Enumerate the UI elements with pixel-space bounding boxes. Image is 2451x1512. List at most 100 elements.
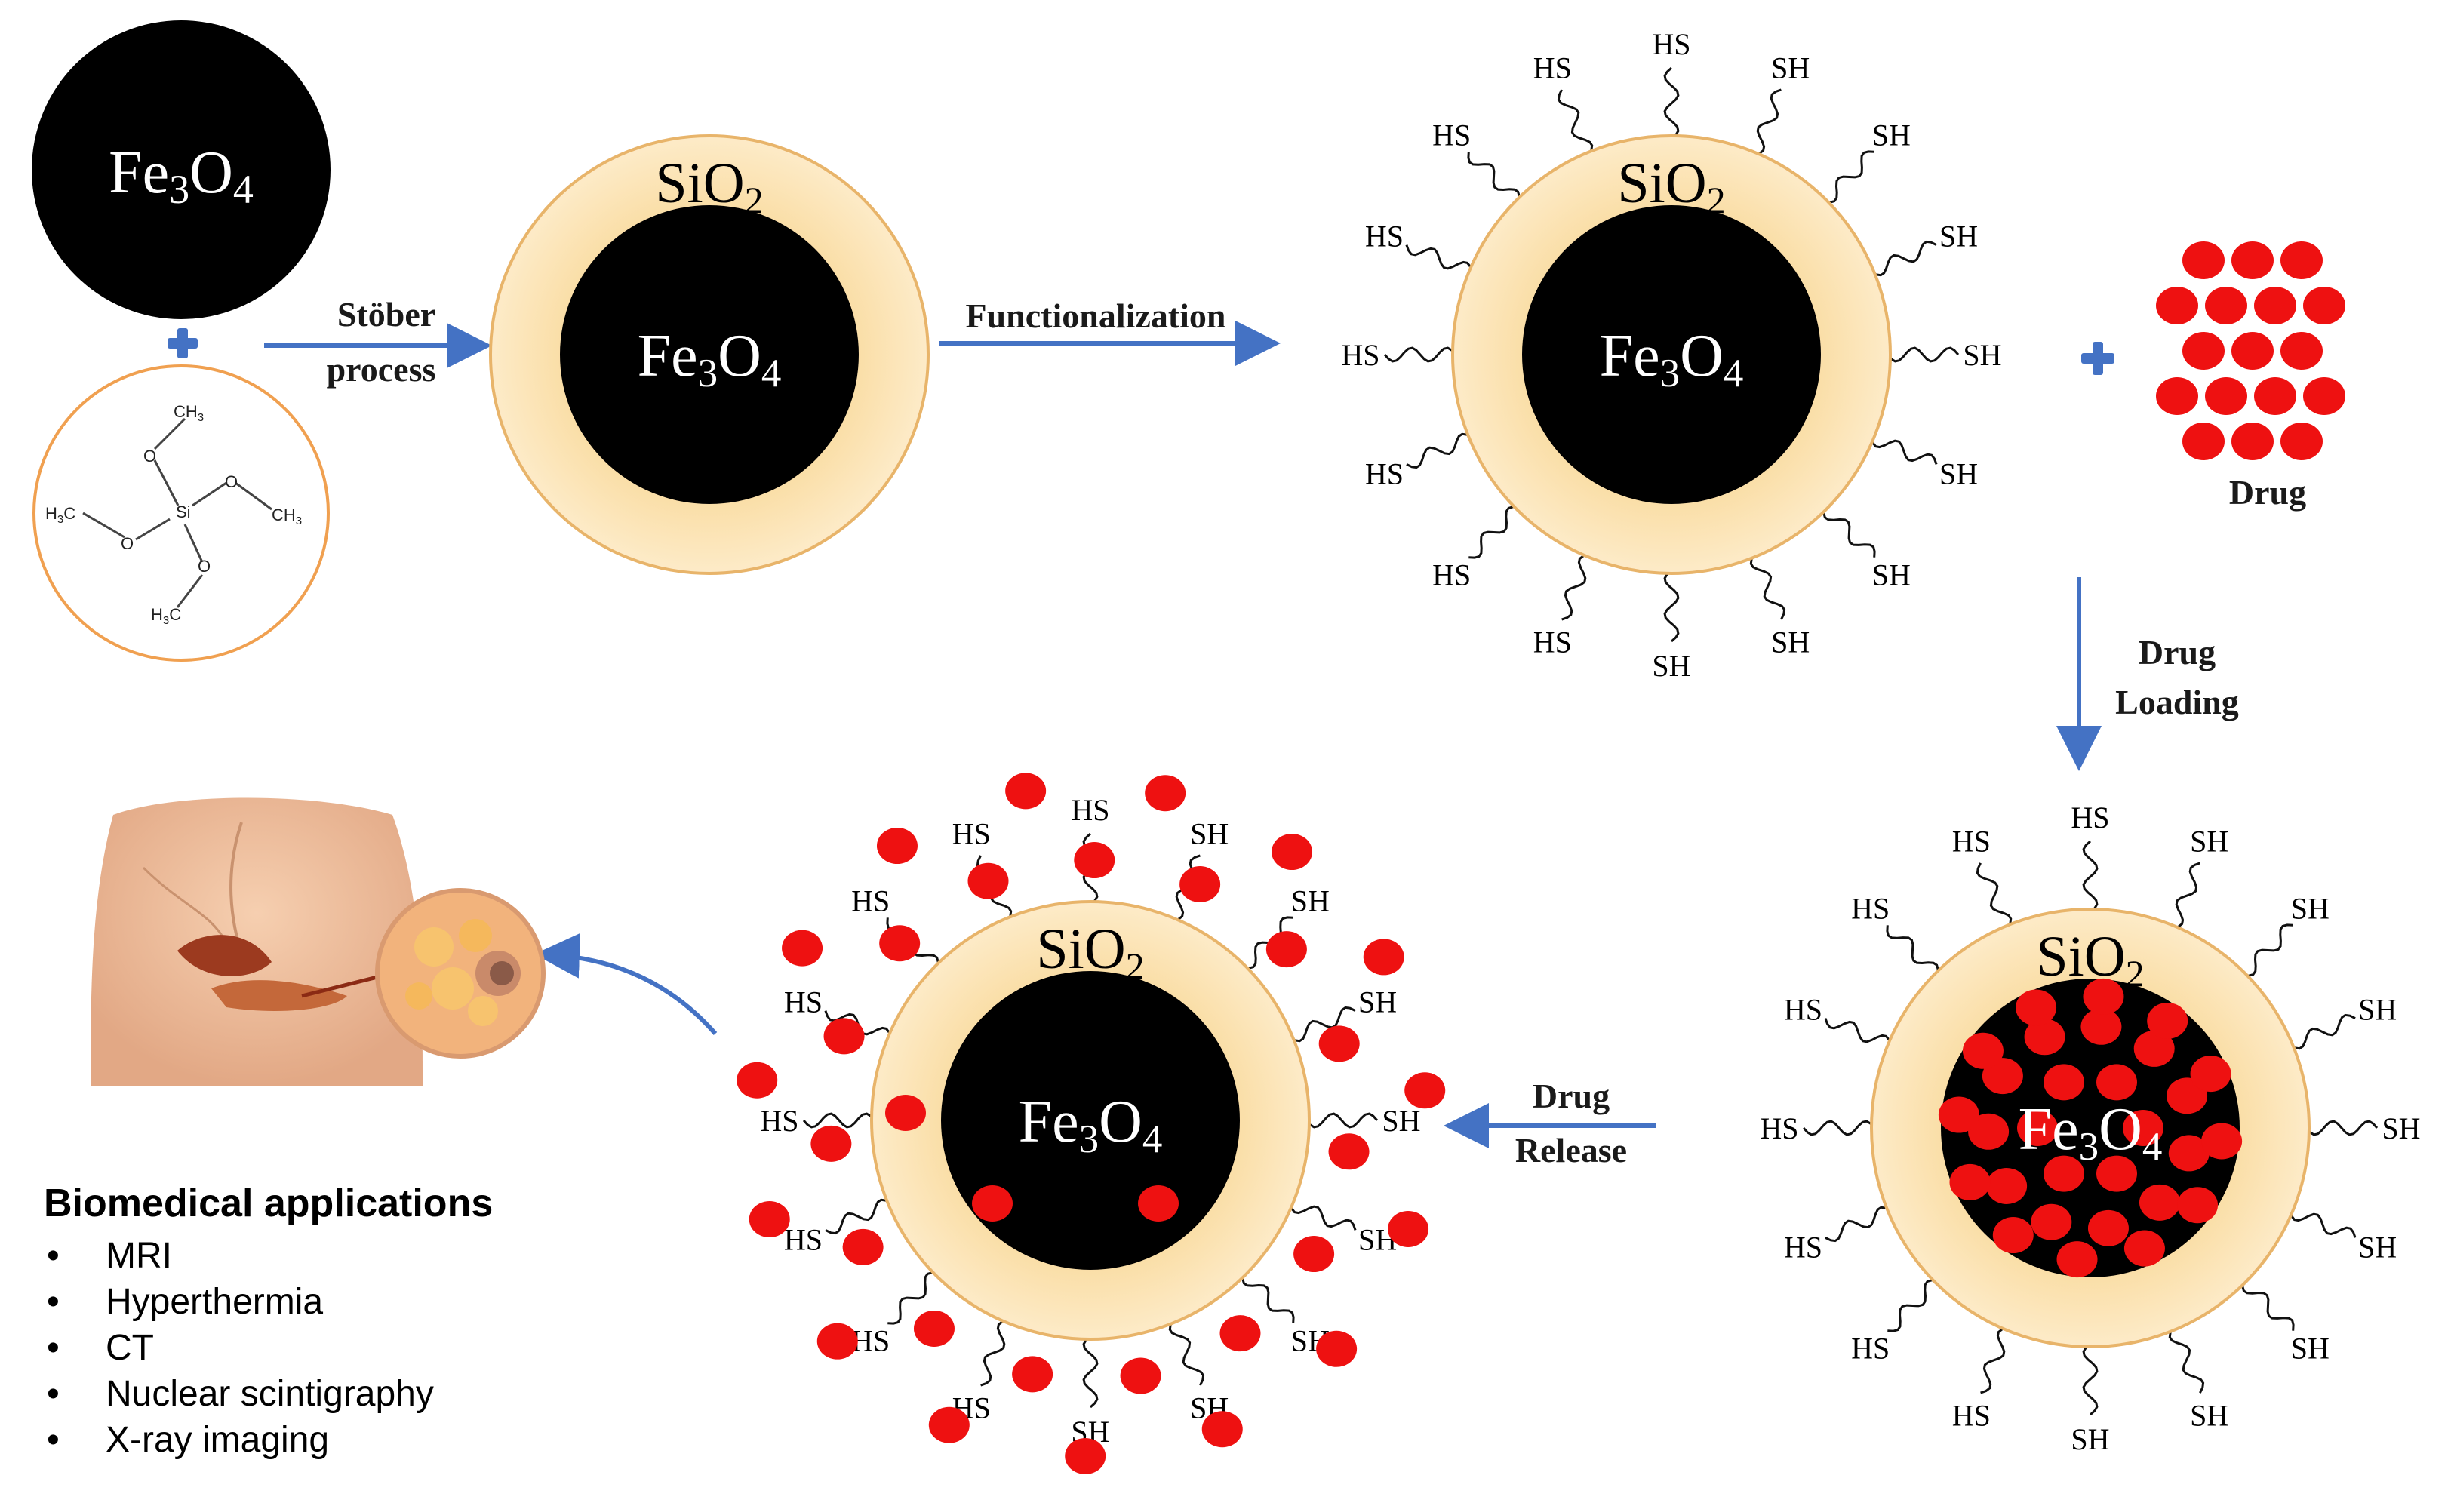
released-drug-molecule (1219, 1315, 1261, 1352)
thiol-chain (1241, 1273, 1295, 1323)
drug-molecule (2044, 1064, 2084, 1101)
released-drug-molecule (1201, 1411, 1243, 1448)
teos-molecule: Si O O O O CH3 CH3 H3C H3C (32, 364, 330, 662)
released-drug-molecule (1328, 1133, 1370, 1170)
thiol-group-label: SH (1771, 625, 1810, 659)
drug-loading-label-line2: Loading (2115, 683, 2239, 721)
teos-o-right: O (225, 472, 238, 491)
drug-molecule (1949, 1163, 1991, 1200)
thiol-group-label: SH (2190, 1399, 2228, 1433)
drug-release-arrow: Drug Release (1444, 1077, 1656, 1169)
thiol-group-label: HS (784, 985, 823, 1019)
drug-molecule (2280, 332, 2323, 370)
thiol-group-label: SH (1652, 649, 1690, 683)
drug-molecule (885, 1095, 926, 1131)
application-item: Hyperthermia (106, 1282, 323, 1322)
thiol-chain (2168, 1326, 2205, 1394)
thiol-chain (2288, 1209, 2357, 1238)
drug-molecule (2201, 1123, 2243, 1160)
drug-molecule (2182, 332, 2225, 370)
thiol-chain (1557, 89, 1594, 156)
released-drug-molecule (1265, 931, 1307, 968)
thiol-group-label: HS (1071, 793, 1109, 827)
teos-ring (32, 364, 330, 662)
application-item: Nuclear scintigraphy (106, 1374, 434, 1414)
drug-molecule (2156, 377, 2198, 415)
teos-h3c-bottom: H3C (151, 605, 181, 627)
thiol-chain (1405, 244, 1474, 273)
thiol-group-label: HS (851, 884, 890, 918)
released-drug-molecule (1316, 1330, 1358, 1367)
core-label: Fe3O4 (1600, 323, 1744, 395)
stober-label-line1: Stöber (337, 295, 435, 333)
teos-o-left: O (121, 534, 134, 553)
released-drug-molecule (823, 1018, 865, 1055)
thiol-group-label: HS (1760, 1111, 1798, 1145)
released-drug-molecule (737, 1062, 778, 1099)
released-drug-molecule (1293, 1236, 1335, 1273)
drug-releasing-particle: HSSHSHSHSHSHSHSHSHHSHSHSHSHSHSHSFe3O4SiO… (737, 773, 1446, 1474)
released-drug-molecule (967, 862, 1009, 899)
thiol-chain (1825, 1206, 1892, 1243)
released-drug-molecule (1272, 834, 1313, 871)
thiol-chain (2082, 1342, 2099, 1416)
drug-molecule (2056, 1241, 2098, 1278)
drug-molecule (2031, 1203, 2072, 1240)
drug-release-label-line1: Drug (1533, 1077, 1610, 1115)
stober-label-line2: process (327, 350, 436, 389)
core-label: Fe3O4 (2019, 1096, 2163, 1169)
thiol-group-label: HS (1341, 338, 1379, 372)
thiol-chain (825, 1198, 892, 1235)
drug-molecule (1968, 1113, 2010, 1150)
applications-list: Biomedical applications •MRI•Hyperthermi… (44, 1182, 493, 1460)
thiol-chain (1168, 1319, 1205, 1386)
released-drug-molecule (816, 1323, 858, 1360)
thiol-chain (1468, 506, 1519, 559)
thiol-group-label: SH (2071, 1422, 2109, 1456)
drug-molecule (2147, 1002, 2188, 1039)
drug-molecule (2123, 1230, 2165, 1267)
tumor-icon (405, 919, 521, 1026)
plus-icon (168, 328, 198, 358)
drug-molecule (2190, 1056, 2231, 1093)
released-drug-molecule (1120, 1357, 1161, 1394)
released-drug-molecule (879, 925, 921, 962)
thiol-chain (1976, 862, 2013, 930)
thiol-group-label: SH (2358, 1231, 2397, 1265)
thiol-chain (1749, 553, 1786, 620)
thiol-chain (1980, 1326, 2009, 1394)
thiol-group-label: HS (952, 816, 991, 850)
drug-molecule (2280, 423, 2323, 460)
applications-title: Biomedical applications (44, 1182, 493, 1225)
drug-loading-label-line1: Drug (2139, 633, 2216, 671)
thiol-chain (1887, 1279, 1938, 1332)
drug-molecule (2016, 989, 2057, 1026)
magnetite-core (560, 205, 859, 504)
core-label: Fe3O4 (638, 323, 782, 395)
thiol-chain (2305, 1120, 2379, 1136)
thiol-chain (980, 1318, 1009, 1387)
drug-molecule (2080, 1008, 2122, 1045)
drug-molecule (1992, 1217, 2034, 1254)
thiol-chain (1288, 1202, 1357, 1231)
thiol-chain (1753, 88, 1782, 157)
released-drug-molecule (842, 1228, 884, 1265)
drug-molecule (2017, 1110, 2058, 1146)
drug-molecule (2254, 377, 2296, 415)
released-drug-molecule (1318, 1025, 1360, 1062)
shell-label: SiO2 (655, 152, 763, 221)
thiol-group-label: SH (1291, 884, 1330, 918)
thiol-chain (2243, 923, 2293, 977)
thiol-group-label: SH (1939, 219, 1978, 253)
thiol-chain (1822, 507, 1876, 558)
thiol-chain (2172, 862, 2200, 930)
application-arrow (534, 933, 718, 1035)
thiol-chain (1802, 1120, 1876, 1136)
thiol-chain (1082, 1335, 1099, 1409)
drug-loading-arrow: Drug Loading (2056, 577, 2239, 771)
thiol-group-label: SH (2190, 824, 2228, 858)
thiol-group-label: SH (1963, 338, 2001, 372)
thiol-chain (1383, 346, 1457, 363)
drug-molecule (2087, 1209, 2129, 1246)
